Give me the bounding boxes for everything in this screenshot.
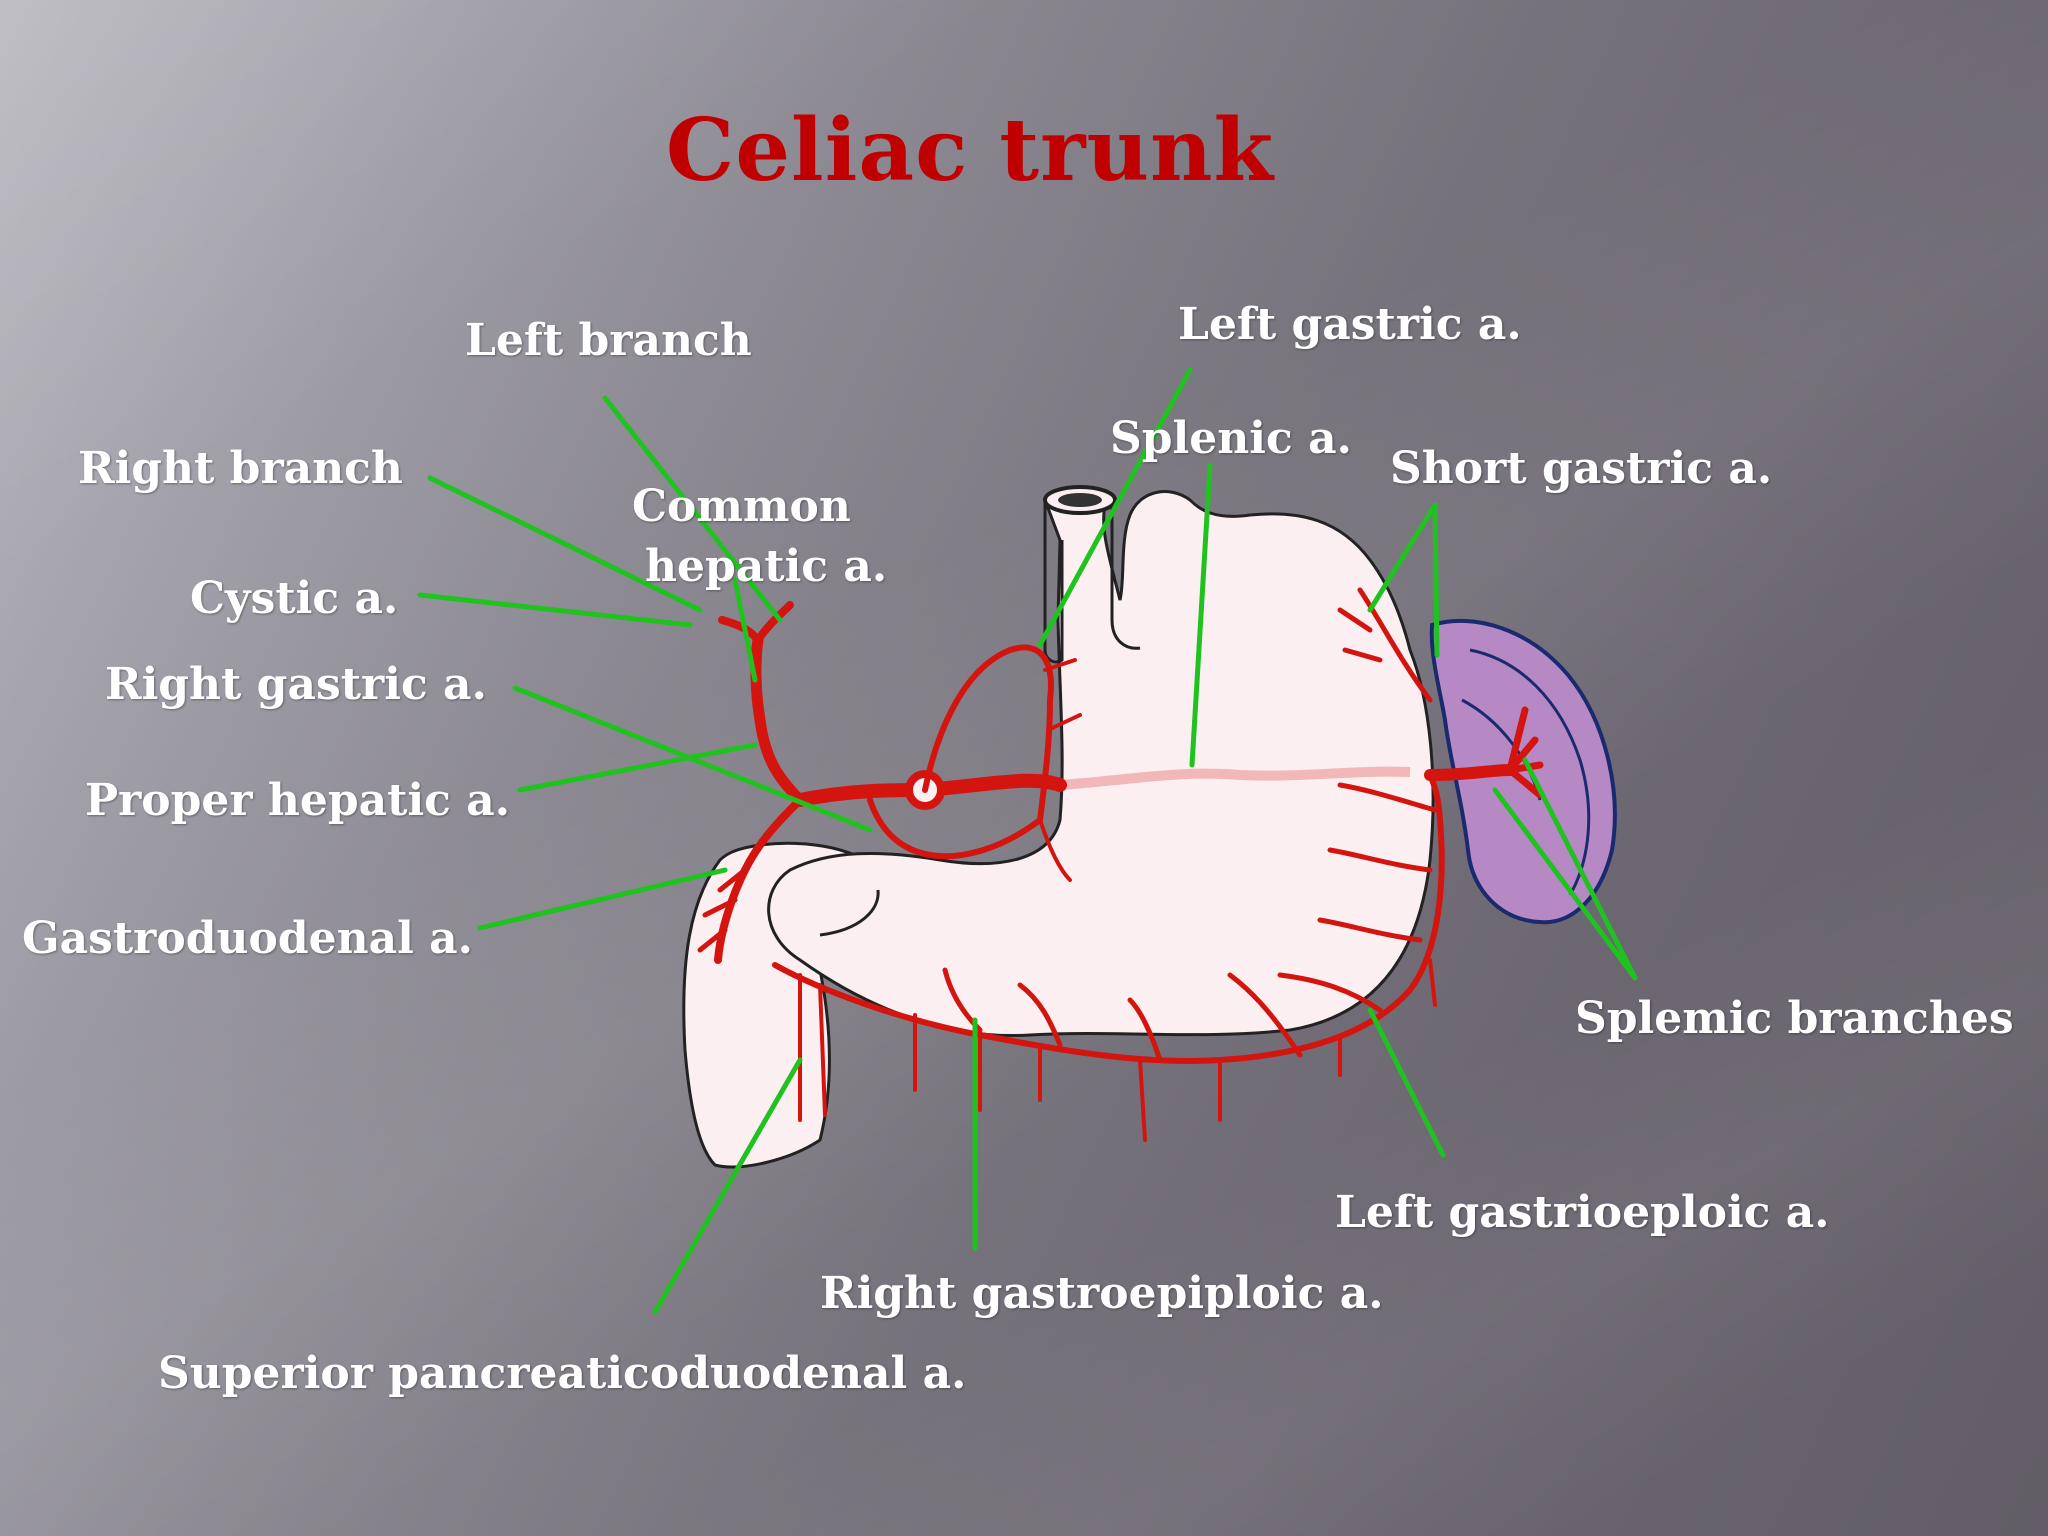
leader-splenic-branches-1 (1492, 787, 1638, 981)
label-right-gastric: Right gastric a. (105, 659, 487, 710)
leader-sup-pancreaticoduodenal (652, 1057, 803, 1315)
leader-common-hepatic (732, 577, 758, 683)
label-common-hepatic-line1: Common (632, 481, 851, 532)
slide-title: Celiac trunk (665, 100, 1275, 201)
label-left-gastric: Left gastric a. (1178, 299, 1522, 350)
leader-cystic (417, 592, 693, 628)
leader-right-branch (427, 475, 703, 613)
leader-proper-hepatic (517, 742, 758, 793)
leader-left-branch (602, 395, 783, 623)
label-right-gastroepiploic: Right gastroepiploic a. (820, 1268, 1384, 1319)
stomach (767, 485, 1435, 1038)
leader-left-gastroepiploic (1367, 1007, 1446, 1158)
label-gastroduodenal: Gastroduodenal a. (22, 913, 473, 964)
leader-short-gastric-2 (1432, 502, 1440, 658)
label-cystic: Cystic a. (190, 573, 399, 624)
leader-splenic (1189, 462, 1213, 768)
label-splenic-branches: Splemic branches (1575, 993, 2014, 1044)
leader-short-gastric-1 (1367, 502, 1438, 613)
label-common-hepatic-line2: hepatic a. (645, 541, 888, 592)
arteries (697, 587, 1544, 1142)
label-left-branch: Left branch (465, 315, 752, 366)
leader-left-gastric (1037, 367, 1193, 648)
label-left-gastroepiploic: Left gastrioeploic a. (1335, 1187, 1830, 1238)
label-right-branch: Right branch (78, 443, 403, 494)
leader-splenic-branches-2 (1522, 757, 1638, 981)
label-short-gastric: Short gastric a. (1390, 443, 1773, 494)
label-sup-pancreaticoduodenal: Superior pancreaticoduodenal a. (158, 1348, 967, 1399)
label-splenic: Splenic a. (1110, 413, 1352, 464)
leader-gastroduodenal (477, 867, 728, 931)
label-proper-hepatic: Proper hepatic a. (85, 775, 511, 826)
